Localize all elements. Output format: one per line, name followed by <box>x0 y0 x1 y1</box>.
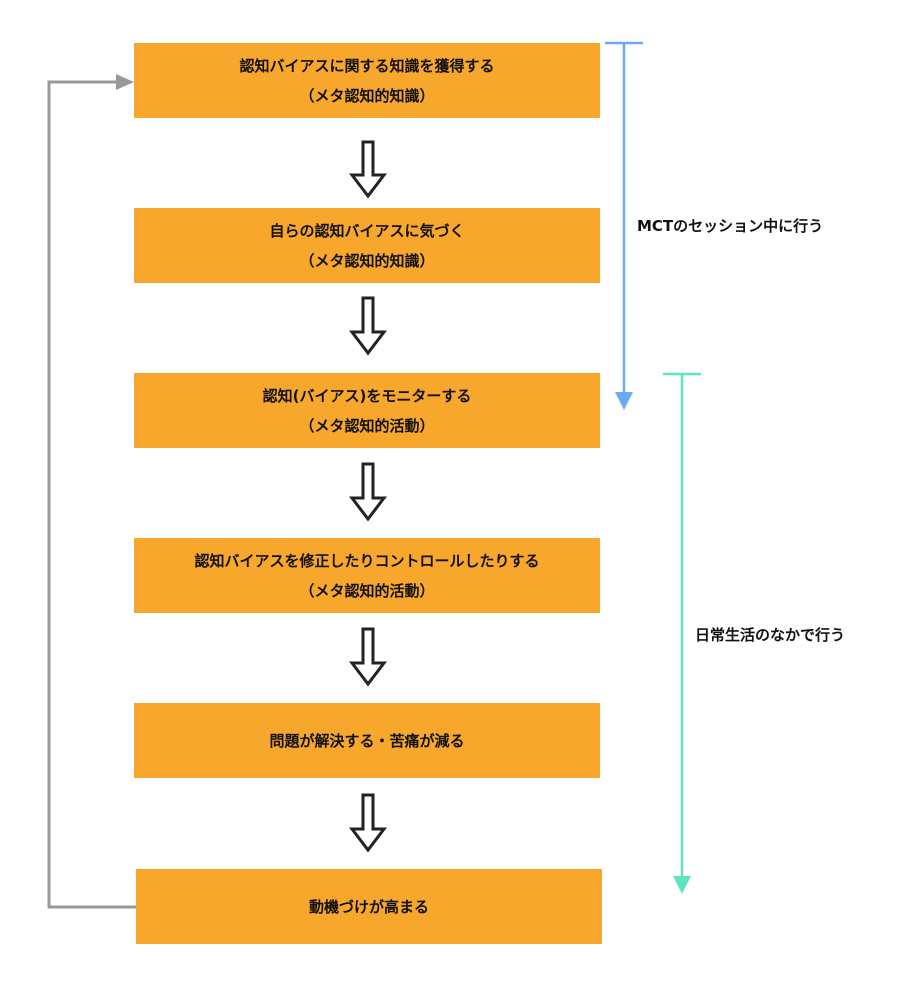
step-subtitle: （メタ認知的活動） <box>299 416 435 435</box>
down-arrow-icon <box>348 793 388 853</box>
down-arrow-icon <box>348 627 388 687</box>
step-title: 認知バイアスに関する知識を獲得する <box>239 56 495 75</box>
flow-arrows <box>348 140 388 853</box>
feedback-loop-arrow <box>47 80 136 909</box>
step-subtitle: （メタ認知的知識） <box>299 251 435 270</box>
down-arrow-icon <box>348 296 388 356</box>
step-title: 認知(バイアス)をモニターする <box>262 386 472 405</box>
down-arrow-icon <box>348 140 388 199</box>
session-bracket <box>605 41 643 394</box>
down-arrow-icon <box>348 462 388 522</box>
step-subtitle: （メタ認知的活動） <box>299 581 435 600</box>
loop-arrowhead-icon <box>116 74 134 90</box>
session-label: MCTのセッション中に行う <box>637 217 824 235</box>
step-box-motivation-rises: 動機づけが高まる <box>136 869 602 944</box>
step-title: 問題が解決する・苦痛が減る <box>269 731 465 750</box>
daily-arrowhead-icon <box>673 876 691 894</box>
step-subtitle: （メタ認知的知識） <box>299 86 435 105</box>
step-title: 認知バイアスを修正したりコントロールしたりする <box>194 551 540 570</box>
daily-life-label: 日常生活のなかで行う <box>695 626 846 644</box>
step-title: 自らの認知バイアスに気づく <box>269 221 465 240</box>
step-box-acquire-knowledge: 認知バイアスに関する知識を獲得する （メタ認知的知識） <box>134 43 600 118</box>
step-box-monitor-cognition: 認知(バイアス)をモニターする （メタ認知的活動） <box>134 373 600 448</box>
daily-bracket <box>663 372 701 877</box>
step-title: 動機づけが高まる <box>308 897 429 916</box>
step-box-correct-control: 認知バイアスを修正したりコントロールしたりする （メタ認知的活動） <box>134 538 600 613</box>
step-box-notice-bias: 自らの認知バイアスに気づく （メタ認知的知識） <box>134 208 600 283</box>
step-box-problem-solved: 問題が解決する・苦痛が減る <box>134 703 600 778</box>
session-arrowhead-icon <box>615 392 633 410</box>
